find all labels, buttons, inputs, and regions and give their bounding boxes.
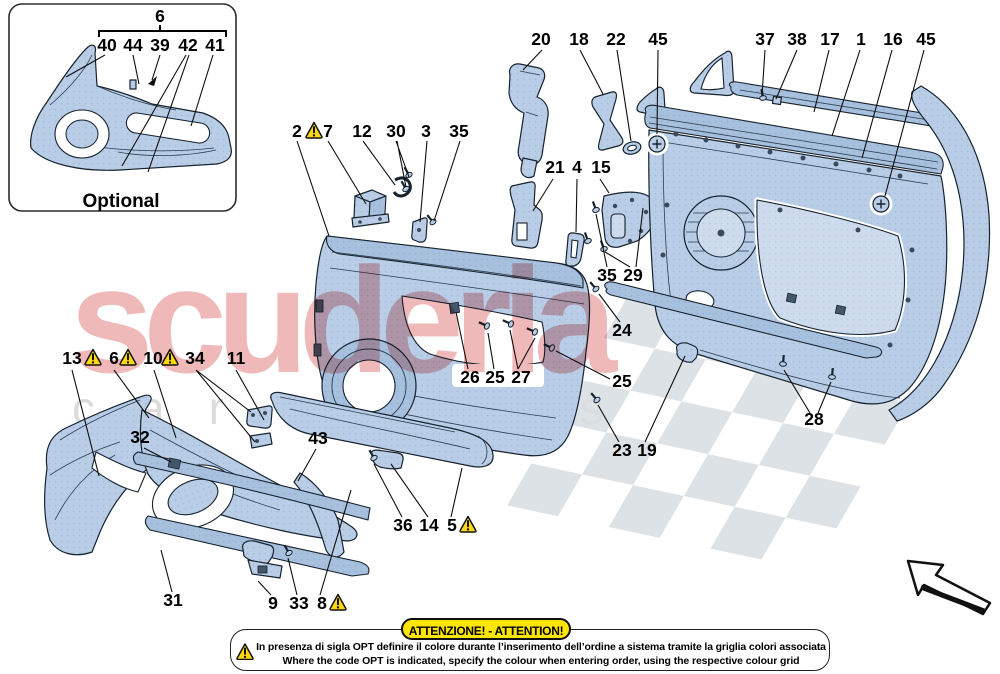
- door-substructure: [586, 50, 991, 422]
- leader-lines: [71, 49, 925, 596]
- callout-label: 40: [97, 35, 117, 55]
- callout-label: 19: [637, 440, 657, 460]
- callout-label: 36: [393, 515, 413, 535]
- callout-label: 6: [155, 6, 165, 26]
- lower-door-trim: [270, 391, 494, 470]
- callout-label: 8: [317, 593, 327, 613]
- callout-label: 32: [130, 427, 150, 447]
- callout-label: 29: [623, 265, 643, 285]
- callout-label: 2: [292, 121, 302, 141]
- warning-triangle-icon: [458, 515, 478, 533]
- inset-leaders: [65, 25, 227, 173]
- weatherstrip-pieces: [508, 63, 660, 267]
- callout-label: 7: [323, 121, 333, 141]
- callout-label: 16: [883, 29, 903, 49]
- callout-label: 39: [150, 35, 170, 55]
- callout-label: 4: [572, 157, 582, 177]
- callout-label: 35: [449, 121, 469, 141]
- callout-label: 6: [109, 348, 119, 368]
- callout-label: 45: [916, 29, 936, 49]
- optional-inset: 6 40 44 39 42 41 Optional: [8, 3, 237, 212]
- callout-label: 18: [569, 29, 589, 49]
- attention-text-italian: In presenza di sigla OPT definire il col…: [256, 641, 826, 653]
- callout-label: 22: [606, 29, 626, 49]
- callout-label: 1: [856, 29, 866, 49]
- callout-label: 13: [62, 348, 82, 368]
- callout-label: 42: [178, 35, 198, 55]
- cap-part: [675, 342, 699, 363]
- callout-label: 44: [123, 35, 143, 55]
- callout-label: 41: [205, 35, 225, 55]
- callout-label: 21: [545, 157, 565, 177]
- attention-text-english: Where the code OPT is indicated, specify…: [282, 655, 800, 667]
- callout-label: 5: [447, 515, 457, 535]
- callout-label: 28: [804, 409, 824, 429]
- callout-label: 11: [227, 348, 246, 368]
- callout-label: 34: [185, 348, 205, 368]
- callout-label: 43: [308, 428, 328, 448]
- callout-label: 24: [612, 320, 632, 340]
- warning-triangle-icon: [304, 121, 324, 139]
- callout-label: 17: [820, 29, 839, 49]
- callout-labels: 2 7 12 30 3 35 20 18 22 45 37 38 17 1 16…: [62, 29, 936, 613]
- circled-screw: [645, 132, 669, 156]
- callout-label: 31: [163, 590, 183, 610]
- callout-label: 45: [648, 29, 668, 49]
- callout-label: 33: [289, 593, 309, 613]
- check-strap: [370, 449, 404, 470]
- callout-label: 14: [419, 515, 439, 535]
- callout-label: 15: [591, 157, 611, 177]
- inset-door-trim-panel: [30, 44, 232, 171]
- callout-label: 23: [612, 440, 632, 460]
- callout-label: 25: [612, 371, 632, 391]
- arrowhead: [148, 76, 157, 86]
- callout-label: 38: [787, 29, 807, 49]
- inset-caption: Optional: [82, 191, 159, 212]
- door-parts: [44, 50, 991, 579]
- callout-label: 9: [268, 593, 278, 613]
- lower-left-trim-assembly: [44, 394, 371, 579]
- callout-label: 3: [421, 121, 431, 141]
- bolts: [660, 131, 915, 348]
- callout-label: 26: [460, 367, 480, 387]
- callout-label: 27: [511, 367, 530, 387]
- callout-label: 10: [143, 348, 163, 368]
- watermark-text: scuderia: [70, 236, 619, 404]
- label-backplate: [452, 364, 544, 387]
- callout-label: 37: [755, 29, 774, 49]
- attention-banner: ATTENZIONE! - ATTENTION!: [401, 618, 571, 640]
- inset-clip: [129, 79, 137, 90]
- callout-label: 12: [352, 121, 372, 141]
- callout-label: 20: [531, 29, 551, 49]
- circled-screw: [869, 192, 893, 216]
- callout-label: 35: [597, 265, 617, 285]
- callout-label: 25: [485, 367, 505, 387]
- callout-label: 30: [386, 121, 406, 141]
- group-bracket: [98, 30, 227, 37]
- direction-arrow-icon: [906, 559, 992, 616]
- warning-triangle-icon: [328, 593, 348, 611]
